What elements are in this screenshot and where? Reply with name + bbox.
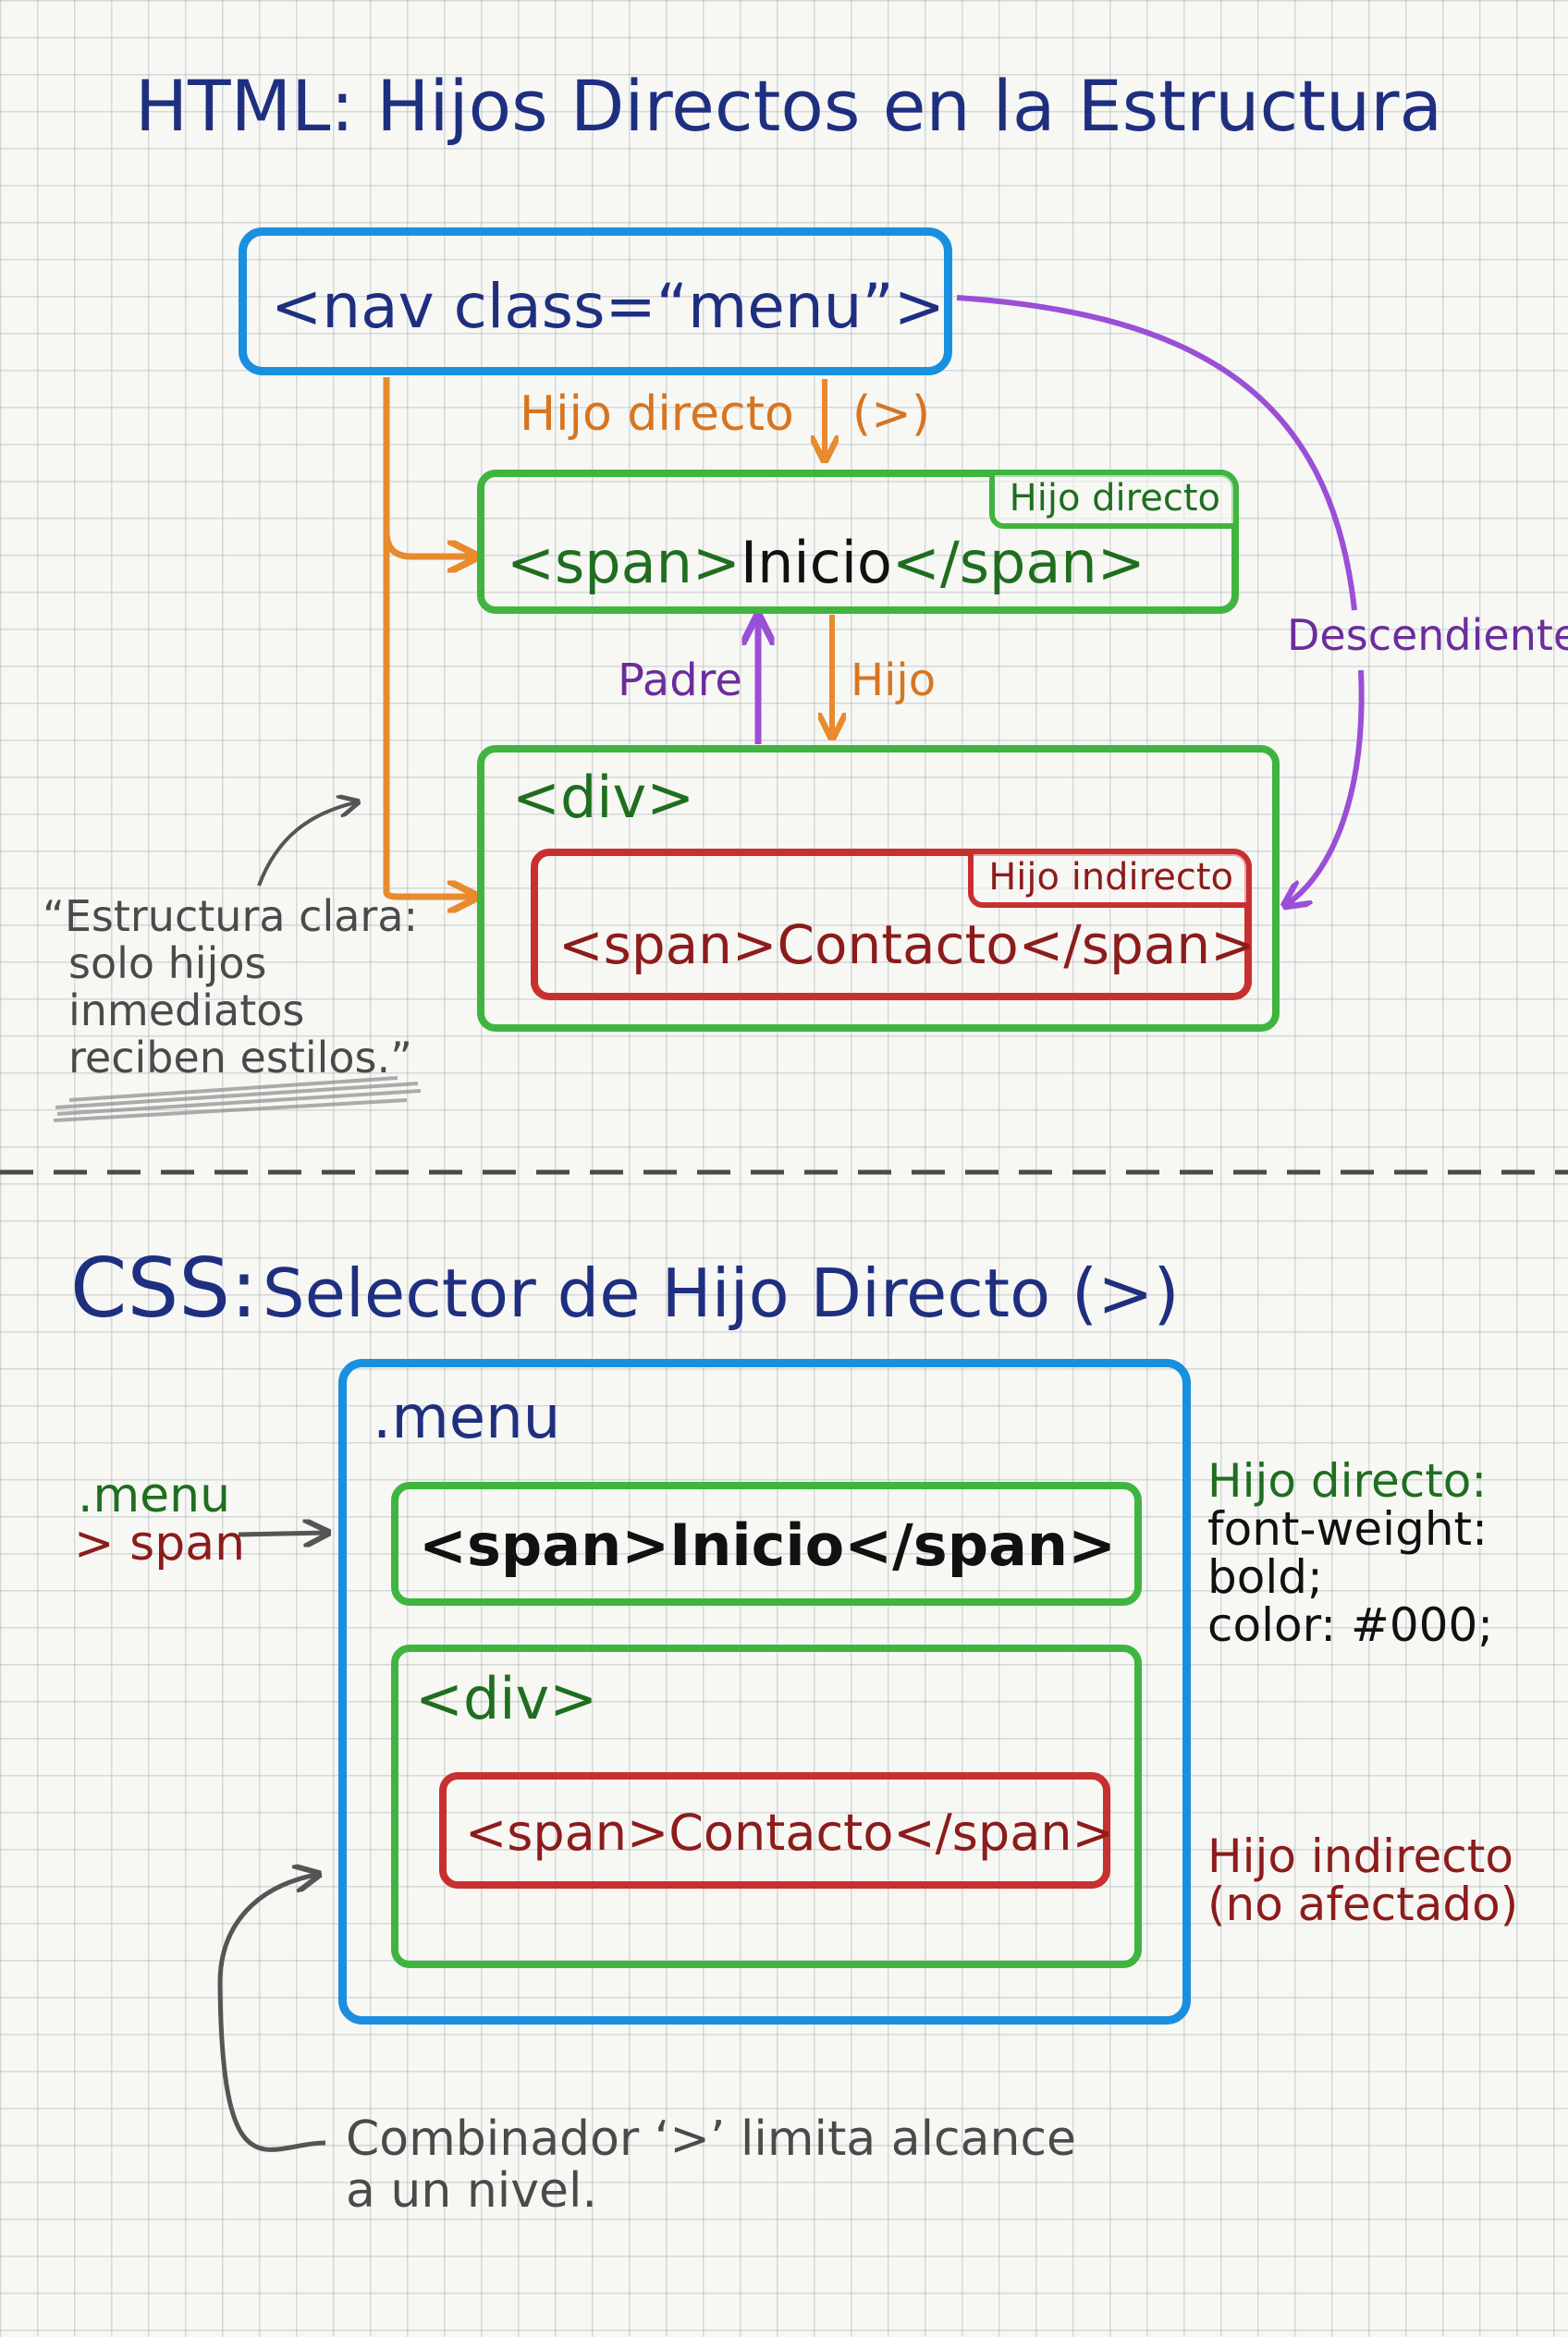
direct-child-note: Hijo directo: font-weight: bold; color: … bbox=[1207, 1457, 1493, 1649]
hijo-indirecto-tag: Hijo indirecto bbox=[968, 849, 1252, 908]
hijo-directo-symbol: (>) bbox=[852, 386, 931, 442]
direct-note-line: font-weight: bbox=[1207, 1502, 1488, 1556]
footer-line: a un nivel. bbox=[346, 2163, 597, 2219]
combinator-footer-note: Combinador ‘>’ limita alcance a un nivel… bbox=[346, 2113, 1076, 2217]
direct-note-title: Hijo directo: bbox=[1207, 1454, 1488, 1508]
span-inicio-code: <span>Inicio</span> bbox=[507, 529, 1145, 596]
css-title-rest: Selector de Hijo Directo (>) bbox=[262, 1254, 1180, 1332]
css-title-prefix: CSS: bbox=[70, 1241, 258, 1336]
nav-code: <nav class=“menu”> bbox=[271, 271, 945, 342]
css-span-contacto-box: <span>Contacto</span> bbox=[439, 1772, 1114, 1889]
footer-line: Combinador ‘>’ limita alcance bbox=[346, 2111, 1077, 2167]
div-code: <div> bbox=[512, 764, 695, 831]
selector-line-span: > span bbox=[74, 1516, 246, 1572]
selector-label: .menu > span bbox=[74, 1472, 245, 1568]
orange-branch-arrow bbox=[383, 531, 473, 557]
menu-container-box: .menu <span>Inicio</span> <div> <span>Co… bbox=[338, 1359, 1191, 2025]
span-contacto-box: Hijo indirecto <span>Contacto</span> bbox=[531, 849, 1256, 1000]
quote-scribble bbox=[53, 1076, 422, 1122]
span-contacto-code: <span>Contacto</span> bbox=[558, 913, 1256, 976]
footer-curve-arrow bbox=[217, 1875, 326, 2152]
hijo-directo-tag: Hijo directo bbox=[988, 470, 1239, 529]
orange-bracket-arrow bbox=[383, 377, 473, 897]
quote-line: inmediatos bbox=[68, 985, 305, 1035]
direct-note-line: bold; bbox=[1207, 1550, 1323, 1604]
selector-arrow bbox=[238, 1533, 325, 1535]
div-element-box: <div> Hijo indirecto <span>Contacto</spa… bbox=[477, 745, 1280, 1032]
span-inicio-text: Inicio bbox=[740, 529, 892, 596]
padre-label: Padre bbox=[618, 655, 742, 706]
css-div-box: <div> <span>Contacto</span> bbox=[391, 1645, 1142, 1968]
selector-line-menu: .menu bbox=[78, 1468, 231, 1523]
hijo-directo-arrow-label: Hijo directo bbox=[520, 386, 794, 442]
css-span-inicio-code: <span>Inicio</span> bbox=[419, 1511, 1117, 1579]
quote-arrow bbox=[257, 802, 356, 887]
menu-label: .menu bbox=[373, 1384, 561, 1452]
css-section-title: CSS: Selector de Hijo Directo (>) bbox=[70, 1241, 1180, 1336]
hijo-label: Hijo bbox=[851, 655, 937, 706]
css-span-contacto-code: <span>Contacto</span> bbox=[465, 1804, 1114, 1862]
direct-note-line: color: #000; bbox=[1207, 1598, 1494, 1652]
quote-line: reciben estilos.” bbox=[68, 1033, 412, 1083]
descendiente-curve-arrow-lower bbox=[1287, 669, 1365, 904]
indirect-note-line: Hijo indirecto bbox=[1207, 1829, 1513, 1883]
indirect-child-note: Hijo indirecto (no afectado) bbox=[1207, 1832, 1518, 1928]
structure-quote: “Estructura clara: solo hijos inmediatos… bbox=[43, 893, 418, 1082]
descendiente-label: Descendiente bbox=[1287, 610, 1568, 660]
quote-line: solo hijos bbox=[68, 938, 267, 988]
quote-line: “Estructura clara: bbox=[43, 891, 419, 941]
span-inicio-box: Hijo directo <span>Inicio</span> bbox=[477, 470, 1239, 614]
nav-element-box: <nav class=“menu”> bbox=[239, 227, 952, 375]
indirect-note-line: (no afectado) bbox=[1207, 1878, 1519, 1931]
css-span-inicio-box: <span>Inicio</span> bbox=[391, 1482, 1142, 1606]
html-section-title: HTML: Hijos Directos en la Estructura bbox=[135, 65, 1443, 147]
span-open-tag: <span> bbox=[507, 529, 741, 596]
css-div-code: <div> bbox=[415, 1665, 598, 1732]
span-close-tag: </span> bbox=[891, 529, 1145, 596]
